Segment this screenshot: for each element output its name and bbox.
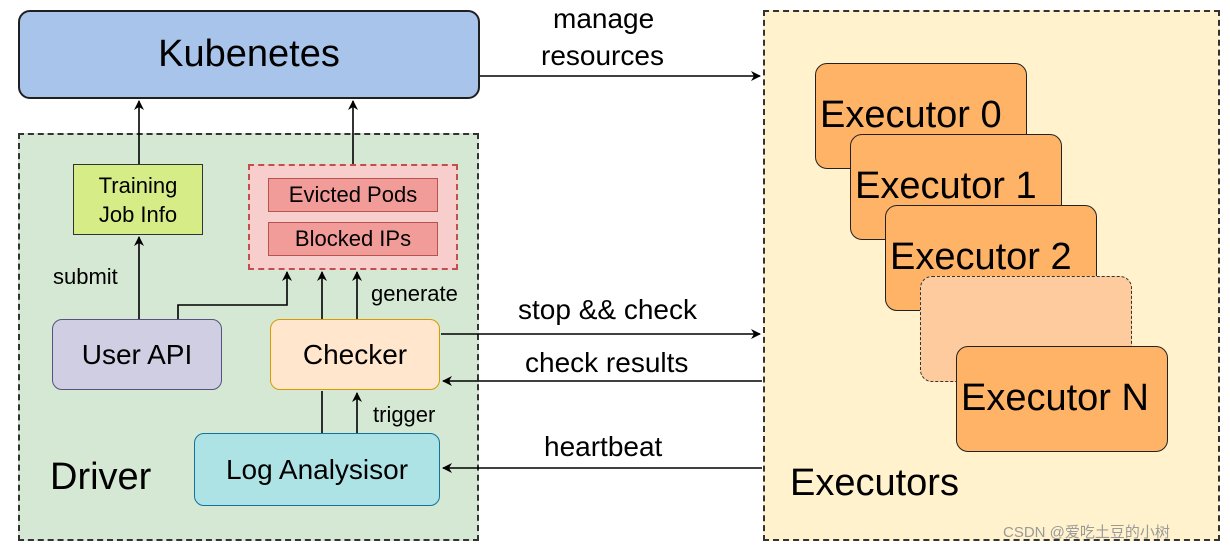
- trigger-label: trigger: [373, 402, 436, 427]
- watermark-text: CSDN @爱吃土豆的小树: [1003, 524, 1170, 541]
- log-analysisor-label: Log Analysisor: [225, 453, 409, 485]
- kubernetes-box: Kubenetes: [18, 10, 480, 99]
- log-analysisor-box: Log Analysisor: [194, 433, 440, 506]
- stop-check-label: stop && check: [518, 294, 697, 325]
- evicted-pods-label: Evicted Pods: [288, 182, 418, 207]
- user-api-box: User API: [52, 319, 222, 390]
- executor-2-label: Executor 2: [890, 236, 1072, 278]
- training-job-info-box: Training Job Info: [73, 164, 203, 235]
- checker-box: Checker: [270, 319, 440, 390]
- check-results-label: check results: [525, 347, 689, 378]
- blocked-ips-label: Blocked IPs: [294, 226, 412, 251]
- executors-label: Executors: [790, 462, 959, 504]
- manage-label: manage: [553, 3, 655, 34]
- blocked-ips-box: Blocked IPs: [268, 222, 438, 256]
- executor-1-label: Executor 1: [855, 165, 1037, 207]
- generate-label: generate: [371, 281, 458, 306]
- evicted-pods-box: Evicted Pods: [268, 178, 438, 212]
- submit-label: submit: [53, 264, 118, 289]
- executor-n-box: Executor N: [956, 346, 1168, 452]
- driver-label: Driver: [50, 456, 152, 498]
- kubernetes-label: Kubenetes: [158, 33, 340, 75]
- heartbeat-label: heartbeat: [544, 431, 663, 462]
- training-job-line1: Training: [98, 172, 178, 198]
- user-api-to-blocked-arrow: [177, 271, 292, 319]
- training-job-line2: Job Info: [98, 201, 178, 227]
- executor-0-label: Executor 0: [820, 94, 1002, 136]
- checker-label: Checker: [302, 338, 408, 370]
- resources-label: resources: [541, 40, 664, 71]
- executor-n-label: Executor N: [961, 377, 1149, 419]
- user-api-label: User API: [81, 338, 193, 370]
